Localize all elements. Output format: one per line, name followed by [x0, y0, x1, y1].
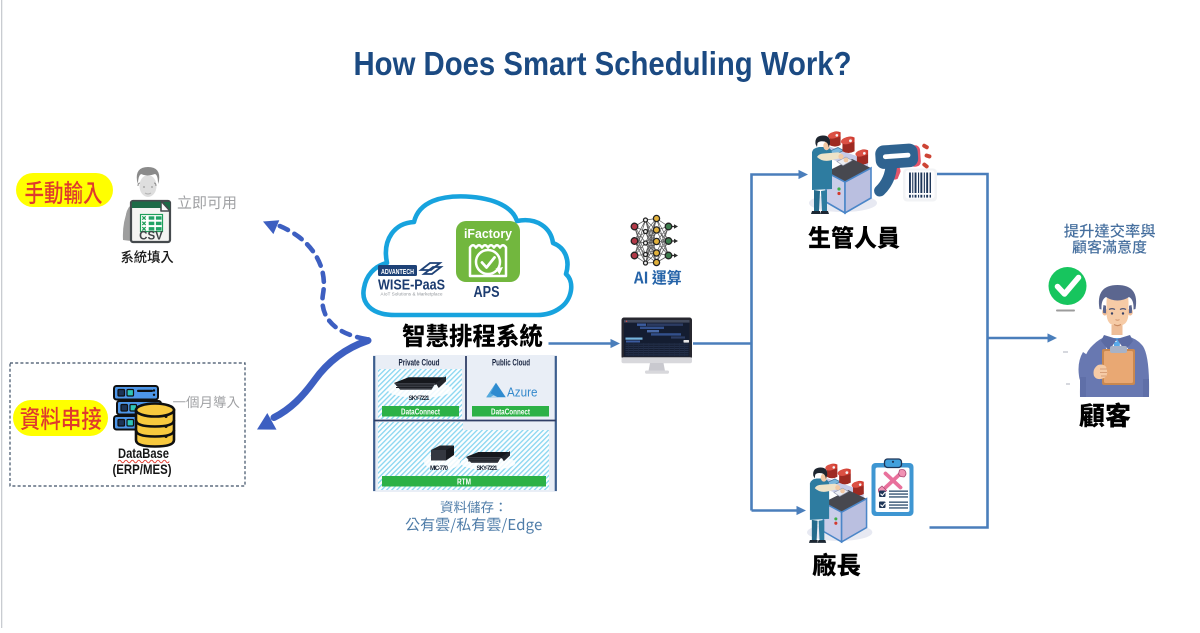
- svg-text:Public Cloud: Public Cloud: [492, 358, 530, 368]
- svg-text:DataConnect: DataConnect: [401, 406, 440, 416]
- svg-text:SKY-7221: SKY-7221: [409, 396, 431, 402]
- svg-text:DataConnect: DataConnect: [491, 406, 530, 416]
- svg-text:DataBase: DataBase: [118, 446, 169, 461]
- svg-text:RTM: RTM: [457, 476, 471, 486]
- svg-text:(ERP/MES): (ERP/MES): [113, 461, 172, 477]
- svg-text:How Does Smart Scheduling Work: How Does Smart Scheduling Work?: [354, 45, 852, 82]
- svg-text:Azure: Azure: [507, 385, 538, 400]
- svg-text:ADVANTECH: ADVANTECH: [381, 267, 414, 276]
- svg-text:MIC-770: MIC-770: [430, 466, 449, 472]
- svg-text:SKY-7221: SKY-7221: [477, 466, 499, 472]
- svg-text:WISE-PaaS: WISE-PaaS: [378, 277, 445, 294]
- svg-text:APS: APS: [474, 284, 500, 301]
- svg-text:AIoT Solutions & Marketplace: AIoT Solutions & Marketplace: [381, 292, 443, 297]
- svg-text:iFactory: iFactory: [464, 227, 512, 241]
- svg-text:Private Cloud: Private Cloud: [399, 358, 440, 368]
- svg-text:CSV: CSV: [139, 231, 163, 243]
